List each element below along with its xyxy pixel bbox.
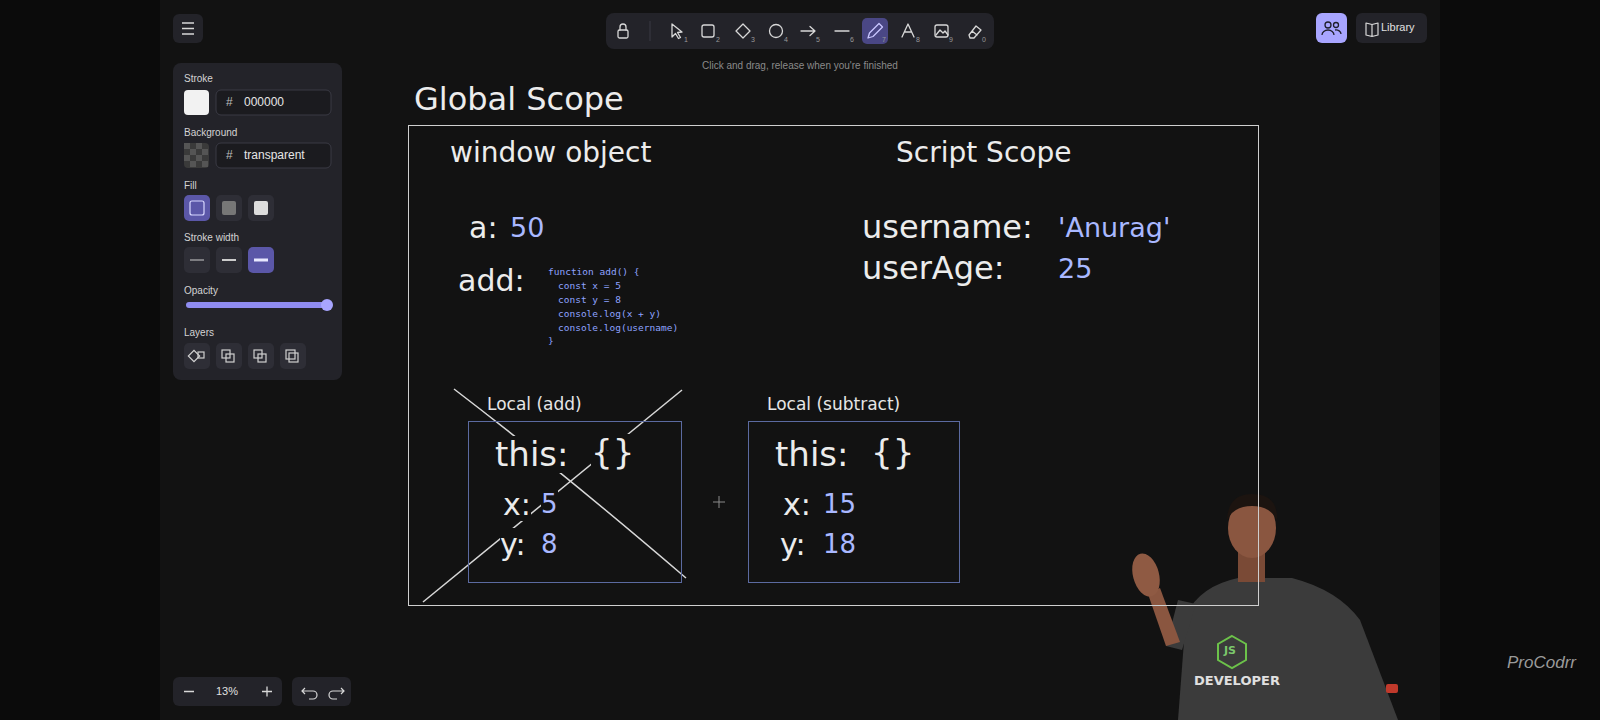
zoom-level: 13% [216, 685, 238, 697]
code-line: console.log(x + y) [558, 309, 661, 319]
this-value: {} [871, 434, 914, 471]
code-line: function add() { [548, 267, 640, 277]
scope-title: Global Scope [414, 82, 624, 117]
scope-caption: Script Scope [896, 138, 1071, 169]
this-key: this: [495, 436, 569, 473]
panel-label: Fill [184, 180, 197, 191]
scope-heading: Local (subtract) [767, 395, 900, 414]
variable-key: add: [458, 264, 525, 297]
variable-key: x: [503, 488, 531, 521]
code-line: } [548, 336, 554, 346]
scope-caption: window object [450, 138, 651, 169]
variable-key: y: [500, 528, 526, 561]
variable-value: 8 [541, 530, 558, 559]
code-line: const x = 5 [558, 281, 621, 291]
hex-value: 000000 [244, 96, 284, 109]
variable-key: username: [862, 210, 1033, 245]
variable-key: userAge: [862, 251, 1004, 286]
hint-text: Click and drag, release when you're fini… [702, 60, 898, 71]
variable-key: x: [783, 488, 811, 521]
shortcut-number: 7 [882, 36, 886, 44]
shortcut-number: 0 [982, 36, 986, 44]
shirt-logo: JS [1224, 645, 1236, 657]
hex-prefix: # [226, 96, 233, 109]
this-value: {} [591, 434, 634, 471]
panel-label: Background [184, 127, 237, 138]
shirt-print: DEVELOPER [1194, 674, 1280, 688]
variable-value: 5 [541, 490, 558, 519]
code-line: const y = 8 [558, 295, 621, 305]
button-label: Library [1381, 21, 1415, 33]
panel-label: Layers [184, 327, 214, 338]
watermark: ProCodrr [1507, 654, 1576, 673]
shortcut-number: 1 [684, 36, 688, 44]
variable-key: y: [780, 528, 806, 561]
scope-heading: Local (add) [487, 395, 582, 414]
local-scope-box: Local (add)this:{}x:5y:8 [468, 421, 682, 583]
global-scope-box: Global ScopeLocal (add)this:{}x:5y:8Loca… [408, 125, 1259, 606]
variable-value: 25 [1058, 254, 1092, 284]
variable-value: 'Anurag' [1058, 213, 1170, 243]
code-line: console.log(username) [558, 323, 678, 333]
hex-value: transparent [244, 149, 305, 162]
shortcut-number: 2 [716, 36, 720, 44]
variable-value: 15 [823, 490, 856, 519]
panel-label: Opacity [184, 285, 218, 296]
shortcut-number: 6 [850, 36, 854, 44]
this-key: this: [775, 436, 849, 473]
shortcut-number: 3 [751, 36, 755, 44]
panel-label: Stroke width [184, 232, 239, 243]
shortcut-number: 8 [916, 36, 920, 44]
variable-value: 50 [510, 213, 544, 243]
variable-value: 18 [823, 530, 856, 559]
variable-key: a: [469, 211, 498, 244]
local-scope-box: Local (subtract)this:{}x:15y:18 [748, 421, 960, 583]
shortcut-number: 9 [949, 36, 953, 44]
shortcut-number: 4 [784, 36, 788, 44]
hex-prefix: # [226, 149, 233, 162]
panel-label: Stroke [184, 73, 213, 84]
shortcut-number: 5 [816, 36, 820, 44]
